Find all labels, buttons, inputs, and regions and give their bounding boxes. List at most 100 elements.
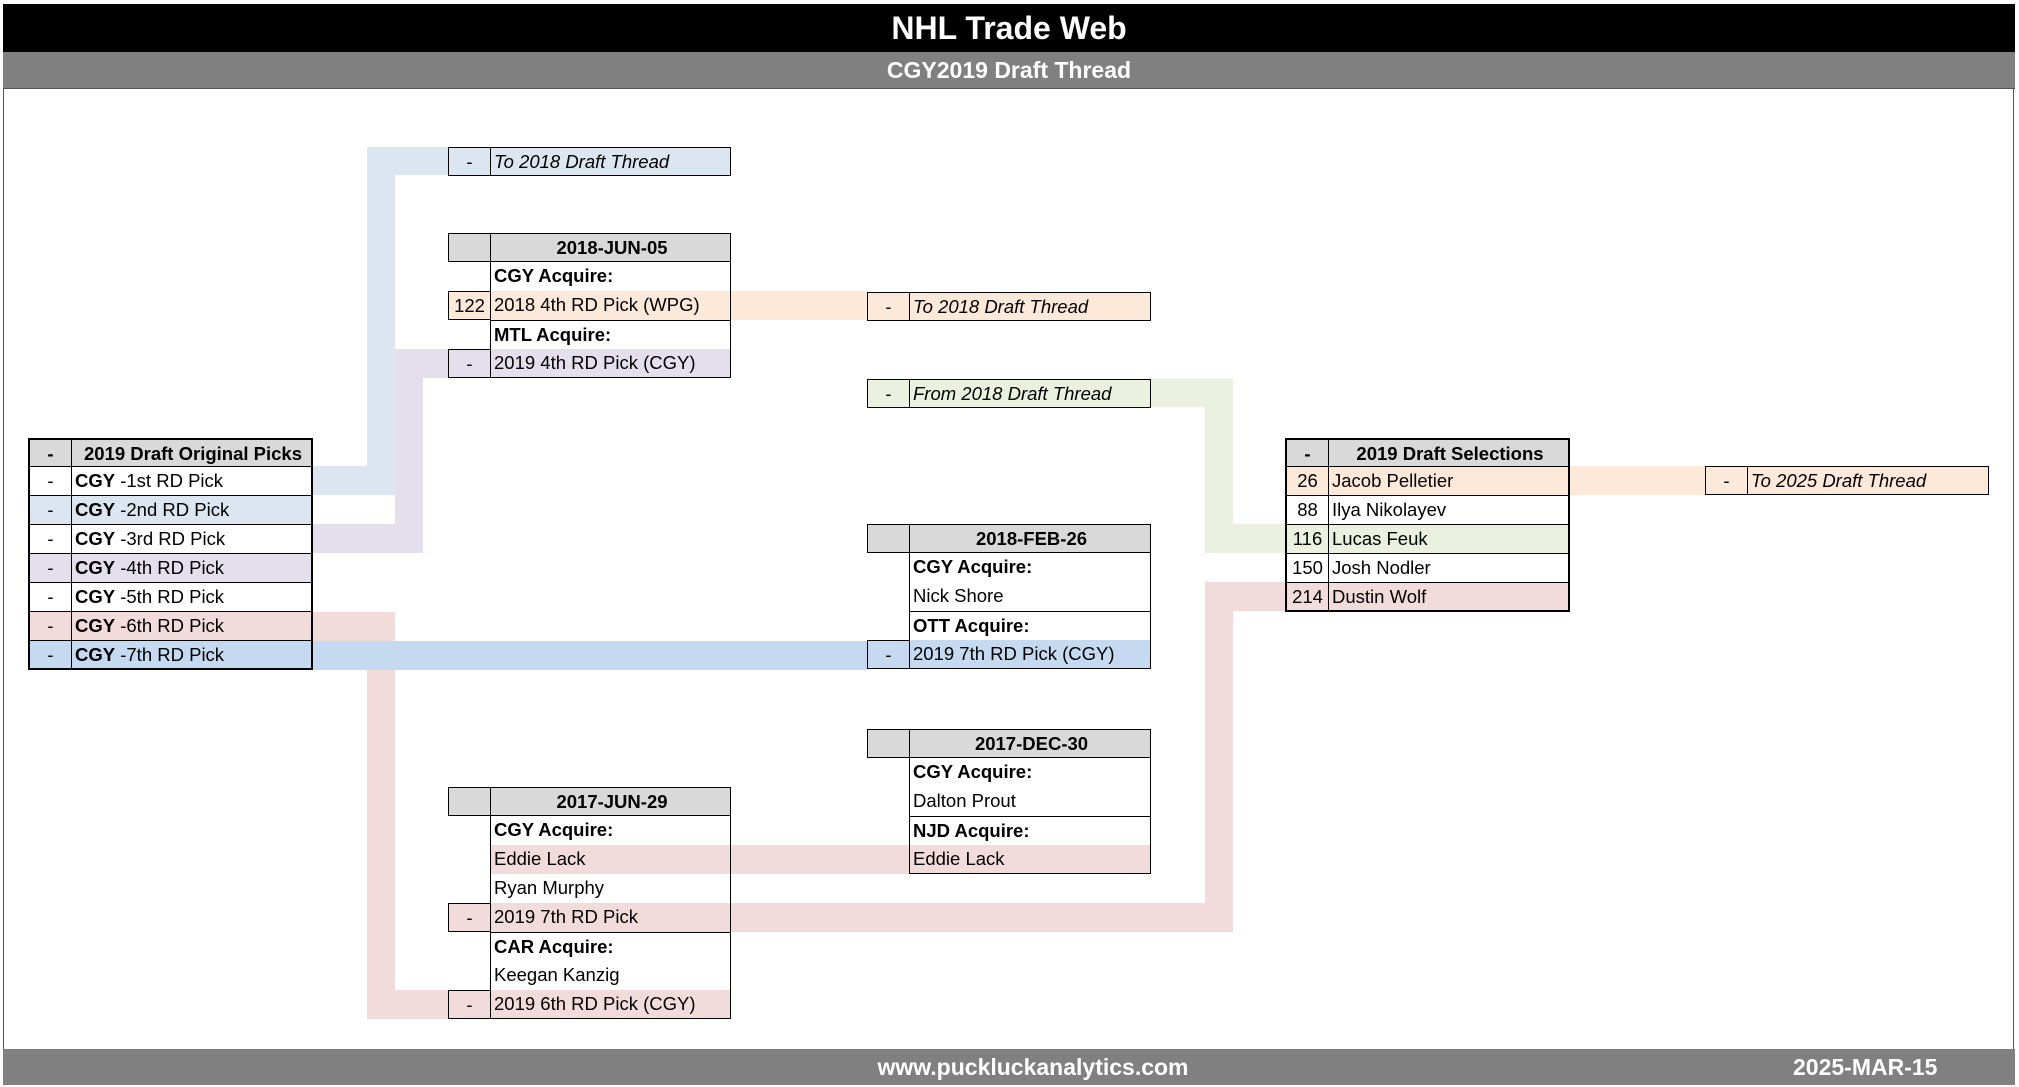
connector-pink <box>1205 582 1285 611</box>
cell-text: 2018 4th RD Pick (WPG) <box>490 291 731 320</box>
cell-text: CGY -1st RD Pick <box>72 467 313 496</box>
connector-purple <box>395 349 423 553</box>
pick-number: 150 <box>1285 554 1329 583</box>
table-row: Keegan Kanzig <box>448 961 731 990</box>
cell-text: MTL Acquire: <box>490 320 731 349</box>
pick-number: - <box>28 583 72 612</box>
pick-label: -1st RD Pick <box>115 470 224 491</box>
cell-text: CGY -4th RD Pick <box>72 554 313 583</box>
table-row: -To 2018 Draft Thread <box>867 292 1151 321</box>
cell-text: CGY Acquire: <box>490 816 731 845</box>
table-header: 2017-DEC-30 <box>867 729 1151 758</box>
table-row: -CGY -5th RD Pick <box>28 583 313 612</box>
team-code: CGY <box>75 586 116 607</box>
cell-text: Dustin Wolf <box>1329 583 1570 612</box>
cell-text: 2018-FEB-26 <box>909 524 1151 553</box>
table-row: OTT Acquire: <box>867 611 1151 640</box>
pick-label: -7th RD Pick <box>115 644 225 665</box>
table-row: -To 2025 Draft Thread <box>1705 466 1989 495</box>
pick-number <box>448 262 490 291</box>
cell-text: 2019 Draft Selections <box>1329 438 1570 467</box>
cell-text: CGY -2nd RD Pick <box>72 496 313 525</box>
table-row: -2019 6th RD Pick (CGY) <box>448 990 731 1019</box>
cell-text: 2018-JUN-05 <box>490 233 731 262</box>
table-header: -2019 Draft Selections <box>1285 438 1570 467</box>
team-code: CGY <box>75 644 116 665</box>
pick-number: - <box>28 467 72 496</box>
cell-text: OTT Acquire: <box>909 611 1151 640</box>
thread-link[interactable]: To 2018 Draft Thread <box>909 292 1151 321</box>
team-code: CGY <box>75 499 116 520</box>
connector-orange <box>1570 466 1705 495</box>
table-header: 2017-JUN-29 <box>448 787 731 816</box>
pick-number: - <box>867 292 909 321</box>
team-code: CGY <box>75 615 116 636</box>
pick-number: - <box>448 990 490 1019</box>
table-row: -2019 7th RD Pick (CGY) <box>867 640 1151 669</box>
pick-number: - <box>28 438 72 467</box>
connector-orange <box>731 291 867 320</box>
table-row: -CGY -2nd RD Pick <box>28 496 313 525</box>
cell-text: CGY Acquire: <box>909 758 1151 787</box>
pick-number: 122 <box>448 291 490 320</box>
footer-date: 2025-MAR-15 <box>1793 1054 1938 1080</box>
pick-number: - <box>448 147 490 176</box>
page-subtitle: CGY2019 Draft Thread <box>3 52 2015 89</box>
thread-link[interactable]: From 2018 Draft Thread <box>909 379 1151 408</box>
pick-number <box>448 845 490 874</box>
connector-pink <box>367 990 448 1019</box>
table-row: MTL Acquire: <box>448 320 731 349</box>
table-row: -CGY -7th RD Pick <box>28 641 313 670</box>
cell-text: CGY -5th RD Pick <box>72 583 313 612</box>
pick-number <box>448 932 490 961</box>
table-row: -2019 4th RD Pick (CGY) <box>448 349 731 378</box>
pick-number: - <box>28 612 72 641</box>
pick-label: -4th RD Pick <box>115 557 225 578</box>
footer: www.puckluckanalytics.com 2025-MAR-15 <box>3 1049 2015 1085</box>
table-row: -CGY -6th RD Pick <box>28 612 313 641</box>
pick-label: -2nd RD Pick <box>115 499 230 520</box>
connector-blue <box>313 641 867 670</box>
pick-number: - <box>1705 466 1747 495</box>
table-row: -From 2018 Draft Thread <box>867 379 1151 408</box>
cell-text: Lucas Feuk <box>1329 525 1570 554</box>
pick-number: - <box>448 349 490 378</box>
cell-text: Keegan Kanzig <box>490 961 731 990</box>
table-row: -CGY -1st RD Pick <box>28 467 313 496</box>
cell-text: Jacob Pelletier <box>1329 467 1570 496</box>
table-row: NJD Acquire: <box>867 816 1151 845</box>
table-row: CGY Acquire: <box>867 758 1151 787</box>
pick-number <box>448 961 490 990</box>
pick-number: - <box>1285 438 1329 467</box>
cell-text: CAR Acquire: <box>490 932 731 961</box>
table-row: Eddie Lack <box>448 845 731 874</box>
thread-link[interactable]: To 2018 Draft Thread <box>490 147 731 176</box>
table-row: Eddie Lack <box>867 845 1151 874</box>
website-link[interactable]: www.puckluckanalytics.com <box>877 1054 1189 1080</box>
pick-number <box>867 758 909 787</box>
cell-text: Josh Nodler <box>1329 554 1570 583</box>
pick-number: - <box>867 379 909 408</box>
cell-text: CGY -3rd RD Pick <box>72 525 313 554</box>
cell-text: CGY -7th RD Pick <box>72 641 313 670</box>
connector-blue_light <box>367 147 395 495</box>
table-header: -2019 Draft Original Picks <box>28 438 313 467</box>
table-row: -CGY -3rd RD Pick <box>28 525 313 554</box>
table-header: 2018-FEB-26 <box>867 524 1151 553</box>
pick-number <box>448 816 490 845</box>
pick-number: - <box>867 640 909 669</box>
pick-label: -6th RD Pick <box>115 615 225 636</box>
pick-number: 214 <box>1285 583 1329 612</box>
connector-blue_light <box>367 147 448 175</box>
thread-link[interactable]: To 2025 Draft Thread <box>1747 466 1989 495</box>
pick-label: -5th RD Pick <box>115 586 225 607</box>
pick-number <box>867 787 909 816</box>
cell-text: Eddie Lack <box>909 845 1151 874</box>
pick-number <box>867 553 909 582</box>
table-row: Nick Shore <box>867 582 1151 611</box>
cell-text: 2017-DEC-30 <box>909 729 1151 758</box>
